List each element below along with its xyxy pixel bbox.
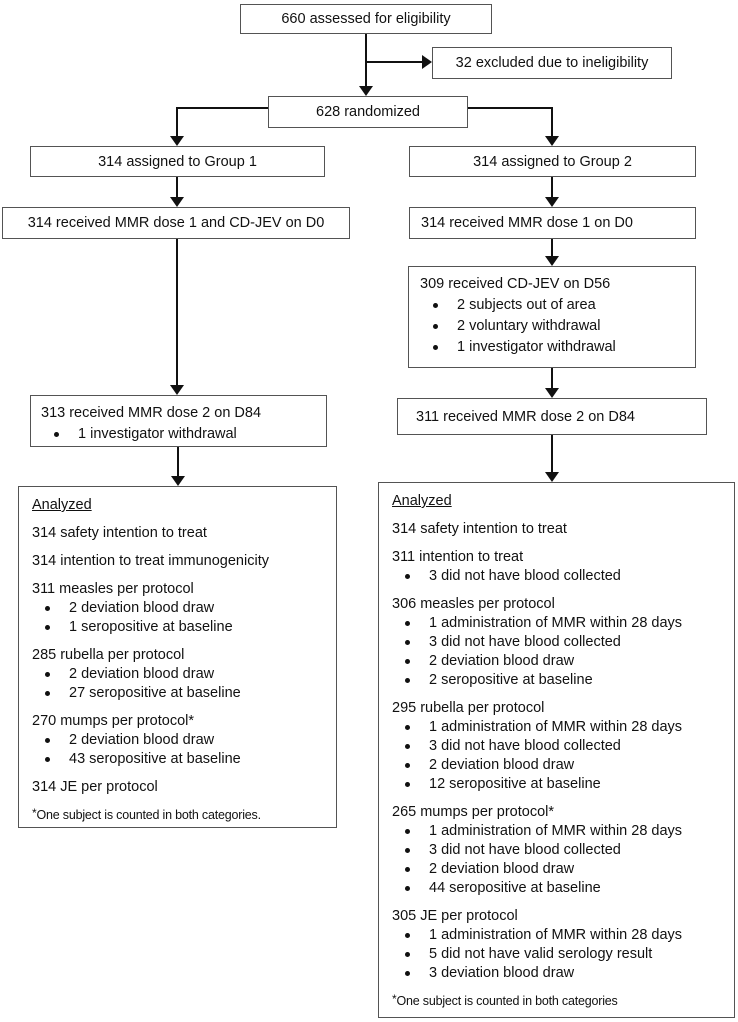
analyzed-entry: 311 intention to treat 3 did not have bl… [392, 548, 730, 586]
bullet-item: 44 seropositive at baseline [392, 879, 730, 898]
box-group2-analyzed: Analyzed 314 safety intention to treat 3… [378, 482, 735, 1018]
bullet-item: 2 deviation blood draw [32, 665, 332, 684]
connector-group2-cdjev-dose2 [551, 368, 553, 390]
group1-analyzed-title: Analyzed [32, 497, 92, 513]
group2-analyzed-title: Analyzed [392, 493, 452, 509]
bullet-item: 2 voluntary withdrawal [420, 316, 691, 337]
group1-dose1-label: 314 received MMR dose 1 and CD-JEV on D0 [27, 215, 325, 231]
connector-group2-dose2-analyzed [551, 435, 553, 474]
box-group2-cdjev: 309 received CD-JEV on D56 2 subjects ou… [408, 266, 696, 368]
box-excluded: 32 excluded due to ineligibility [432, 47, 672, 79]
analyzed-entry: 295 rubella per protocol 1 administratio… [392, 699, 730, 794]
group2-cdjev-bullets: 2 subjects out of area 2 voluntary withd… [420, 295, 691, 358]
connector-group1-dose2-analyzed [177, 447, 179, 478]
group1-analyzed-footnote: *One subject is counted in both categori… [32, 806, 261, 822]
group1-dose2-bullets: 1 investigator withdrawal [41, 424, 322, 445]
bullet-item: 1 investigator withdrawal [420, 337, 691, 358]
bullet-item: 3 did not have blood collected [392, 841, 730, 860]
arrowhead-into-group1-analyzed [171, 476, 185, 486]
bullet-item: 2 seropositive at baseline [392, 671, 730, 690]
analyzed-entry: 270 mumps per protocol* 2 deviation bloo… [32, 712, 332, 769]
bullet-item: 3 did not have blood collected [392, 567, 730, 586]
analyzed-entry: 314 JE per protocol [32, 779, 158, 795]
box-randomized: 628 randomized [268, 96, 468, 128]
group1-dose2-title: 313 received MMR dose 2 on D84 [41, 405, 262, 421]
analyzed-entry: 306 measles per protocol 1 administratio… [392, 595, 730, 690]
assessed-label: 660 assessed for eligibility [281, 11, 451, 27]
group2-dose1-label: 314 received MMR dose 1 on D0 [421, 215, 633, 231]
randomized-label: 628 randomized [316, 104, 420, 120]
connector-group1-dose1-dose2 [176, 239, 178, 387]
group2-cdjev-title: 309 received CD-JEV on D56 [420, 276, 611, 292]
bullet-item: 3 did not have blood collected [392, 633, 730, 652]
bullet-item: 1 administration of MMR within 28 days [392, 926, 730, 945]
analyzed-entry: 311 measles per protocol 2 deviation blo… [32, 580, 332, 637]
analyzed-entry: 265 mumps per protocol* 1 administration… [392, 803, 730, 898]
box-group1-analyzed: Analyzed 314 safety intention to treat 3… [18, 486, 337, 828]
connector-group2-dose1-cdjev [551, 239, 553, 258]
connector-down-group2 [551, 107, 553, 138]
bullet-item: 2 deviation blood draw [32, 599, 332, 618]
connector-randomized-right [468, 107, 553, 109]
box-group1-dose1: 314 received MMR dose 1 and CD-JEV on D0 [2, 207, 350, 239]
arrowhead-into-group2-analyzed [545, 472, 559, 482]
arrowhead-into-group1-dose1 [170, 197, 184, 207]
analyzed-entry: 305 JE per protocol 1 administration of … [392, 907, 730, 983]
arrowhead-into-group2-dose2 [545, 388, 559, 398]
footnote-asterisk: * [32, 806, 37, 820]
arrowhead-into-group2-cdjev [545, 256, 559, 266]
bullet-item: 3 did not have blood collected [392, 737, 730, 756]
connector-group1-dose1 [176, 177, 178, 199]
arrowhead-into-group1 [170, 136, 184, 146]
arrowhead-into-group1-dose2 [170, 385, 184, 395]
bullet-item: 1 administration of MMR within 28 days [392, 718, 730, 737]
footnote-asterisk: * [392, 992, 397, 1006]
bullet-item: 12 seropositive at baseline [392, 775, 730, 794]
box-group1-dose2: 313 received MMR dose 2 on D84 1 investi… [30, 395, 327, 447]
bullet-item: 1 investigator withdrawal [41, 424, 322, 445]
arrowhead-into-excluded [422, 55, 432, 69]
arrowhead-into-group2-dose1 [545, 197, 559, 207]
bullet-item: 5 did not have valid serology result [392, 945, 730, 964]
arrowhead-into-group2 [545, 136, 559, 146]
analyzed-entry: 314 intention to treat immunogenicity [32, 553, 269, 569]
bullet-item: 2 subjects out of area [420, 295, 691, 316]
bullet-item: 2 deviation blood draw [32, 731, 332, 750]
connector-down-group1 [176, 107, 178, 138]
connector-randomized-left [177, 107, 268, 109]
excluded-label: 32 excluded due to ineligibility [455, 55, 649, 71]
box-group2-dose1: 314 received MMR dose 1 on D0 [409, 207, 696, 239]
bullet-item: 1 administration of MMR within 28 days [392, 614, 730, 633]
bullet-item: 2 deviation blood draw [392, 652, 730, 671]
bullet-item: 27 seropositive at baseline [32, 684, 332, 703]
box-group1-assigned: 314 assigned to Group 1 [30, 146, 325, 177]
analyzed-entry: 314 safety intention to treat [392, 521, 567, 537]
bullet-item: 2 deviation blood draw [392, 756, 730, 775]
arrowhead-into-randomized [359, 86, 373, 96]
connector-group2-dose1 [551, 177, 553, 199]
bullet-item: 3 deviation blood draw [392, 964, 730, 983]
group2-dose2-label: 311 received MMR dose 2 on D84 [416, 408, 635, 425]
box-assessed-eligibility: 660 assessed for eligibility [240, 4, 492, 34]
bullet-item: 2 deviation blood draw [392, 860, 730, 879]
connector-branch-excluded [366, 61, 422, 63]
bullet-item: 43 seropositive at baseline [32, 750, 332, 769]
group2-analyzed-footnote: *One subject is counted in both categori… [392, 992, 618, 1008]
box-group2-dose2: 311 received MMR dose 2 on D84 [397, 398, 707, 435]
bullet-item: 1 administration of MMR within 28 days [392, 822, 730, 841]
group1-assigned-label: 314 assigned to Group 1 [98, 153, 257, 170]
group2-assigned-label: 314 assigned to Group 2 [473, 153, 632, 170]
bullet-item: 1 seropositive at baseline [32, 618, 332, 637]
analyzed-entry: 314 safety intention to treat [32, 525, 207, 541]
analyzed-entry: 285 rubella per protocol 2 deviation blo… [32, 646, 332, 703]
box-group2-assigned: 314 assigned to Group 2 [409, 146, 696, 177]
